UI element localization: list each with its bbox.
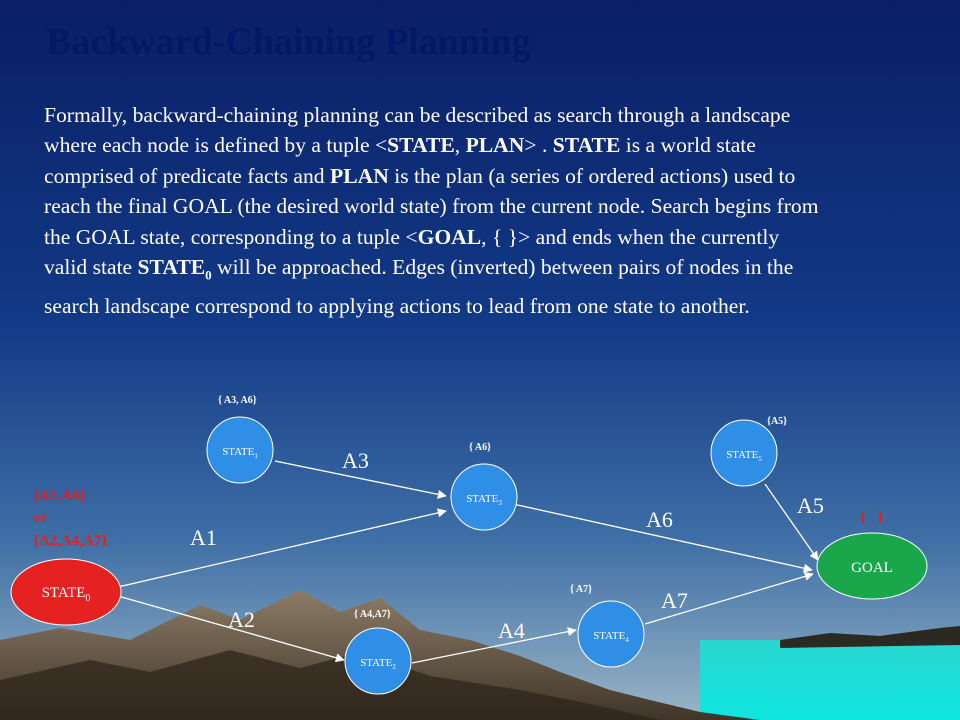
body-paragraph: Formally, backward-chaining planning can… <box>44 100 824 321</box>
bold-plan: PLAN <box>330 163 389 188</box>
bold-plan: PLAN <box>465 133 525 158</box>
text-run: is the plan (a series of ordered actions… <box>44 163 819 249</box>
edge-label-a2: A2 <box>228 607 255 632</box>
edge-label-a4: A4 <box>498 618 525 643</box>
state0-set-line-2: or <box>33 510 48 526</box>
state0-set-line-3: {A2,A4,A7} <box>33 533 107 549</box>
set-label-state5: {A5} <box>767 416 787 427</box>
bold-state0-text: STATE <box>137 255 206 280</box>
node-goal: GOAL <box>816 532 928 600</box>
bold-state: STATE <box>387 133 455 158</box>
node-state4-label: STATE4 <box>593 630 629 644</box>
text-run: Formally, backward-chaining planning can… <box>44 103 791 158</box>
set-label-state2: { A4,A7} <box>354 609 391 620</box>
node-state1-label: STATE1 <box>222 446 258 460</box>
node-state3-label: STATE3 <box>466 493 502 507</box>
edge-label-a5: A5 <box>797 493 824 518</box>
edge-a3 <box>274 460 447 499</box>
edge-label-a7: A7 <box>661 588 688 613</box>
node-state3: STATE3 <box>450 463 518 531</box>
bold-state0-sub: 0 <box>205 267 212 283</box>
text-run: , <box>454 133 461 158</box>
node-state5-label: STATE5 <box>726 449 762 463</box>
node-state2-label: STATE2 <box>360 657 396 671</box>
bold-goal: GOAL <box>417 224 482 249</box>
bold-state: STATE <box>552 133 621 158</box>
text-run: is a world state comprised of predicate … <box>44 133 756 188</box>
edge-label-a3: A3 <box>342 448 369 473</box>
set-label-state4: { A7} <box>570 584 592 595</box>
node-state5: STATE5 <box>710 419 778 487</box>
edge-a1 <box>117 508 447 588</box>
set-label-goal: { } <box>860 510 883 526</box>
text-run: , { }> and ends when the currently valid… <box>44 224 780 280</box>
text-run: will be approached. Edges (inverted) bet… <box>44 255 794 318</box>
edge-a4 <box>411 627 577 664</box>
edge-a2 <box>117 595 345 663</box>
set-label-state1: { A3, A6} <box>218 395 257 406</box>
node-state0-label: STATE0 <box>42 585 91 604</box>
text-run: > . <box>524 133 553 158</box>
node-goal-label: GOAL <box>851 560 893 576</box>
state0-set-line-1: {A1,A6} <box>33 488 85 504</box>
edge-a6 <box>512 503 813 573</box>
edge-a7 <box>644 571 814 625</box>
bold-state0: STATE0 <box>137 255 212 283</box>
edge-a5 <box>764 483 819 561</box>
slide-title: Backward-Chaining Planning <box>46 21 531 63</box>
node-state1: STATE1 <box>206 416 274 484</box>
node-state4: STATE4 <box>577 600 645 668</box>
node-state0: STATE0 <box>10 558 122 626</box>
set-label-state3: { A6} <box>469 442 491 453</box>
edge-label-a1: A1 <box>190 525 217 550</box>
node-state2: STATE2 <box>344 627 412 695</box>
edge-label-a6: A6 <box>646 507 673 532</box>
